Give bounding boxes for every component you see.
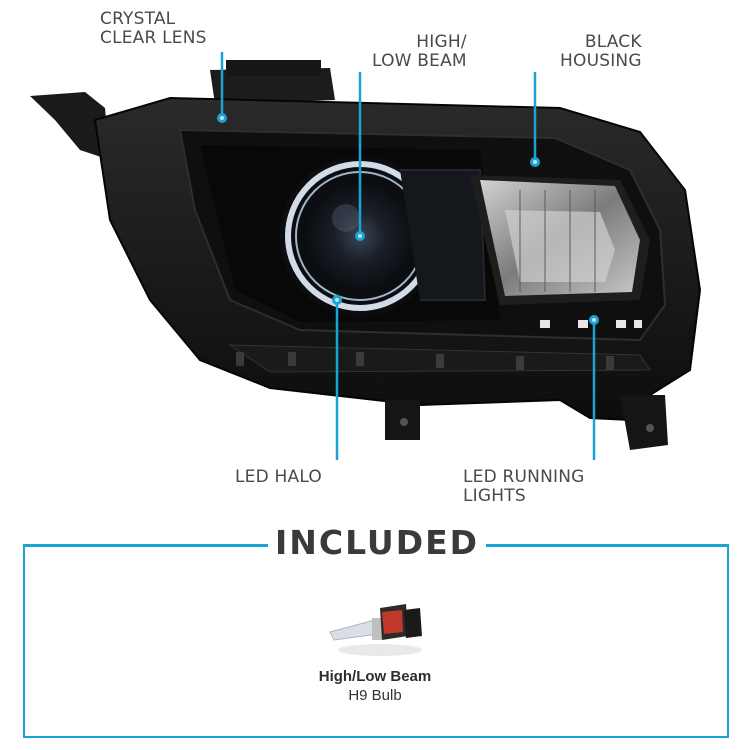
callout-line: LED HALO <box>235 467 322 487</box>
included-box <box>23 544 729 738</box>
callout-high-low-beam: HIGH/ LOW BEAM <box>372 33 467 71</box>
callout-crystal-clear-lens: CRYSTAL CLEAR LENS <box>100 10 207 48</box>
included-divider-left <box>23 544 268 547</box>
callout-line: LIGHTS <box>463 486 526 506</box>
callout-line: CRYSTAL <box>100 9 176 29</box>
callout-line: CLEAR LENS <box>100 28 207 48</box>
callout-line: LED RUNNING <box>463 467 585 487</box>
callout-line: BLACK <box>584 32 642 52</box>
included-item-name: High/Low Beam <box>318 668 432 685</box>
headlight-image <box>30 52 702 460</box>
callout-line: LOW BEAM <box>372 51 467 71</box>
included-divider-right <box>486 544 729 547</box>
h9-bulb-icon <box>329 604 422 656</box>
callout-line: HIGH/ <box>416 32 467 52</box>
callout-led-running-lights: LED RUNNING LIGHTS <box>463 468 585 506</box>
callout-black-housing: BLACK HOUSING <box>560 33 642 71</box>
included-item-type: H9 Bulb <box>348 687 402 704</box>
callout-line: HOUSING <box>560 51 642 71</box>
callout-led-halo: LED HALO <box>235 468 322 487</box>
included-title: INCLUDED <box>274 523 480 562</box>
